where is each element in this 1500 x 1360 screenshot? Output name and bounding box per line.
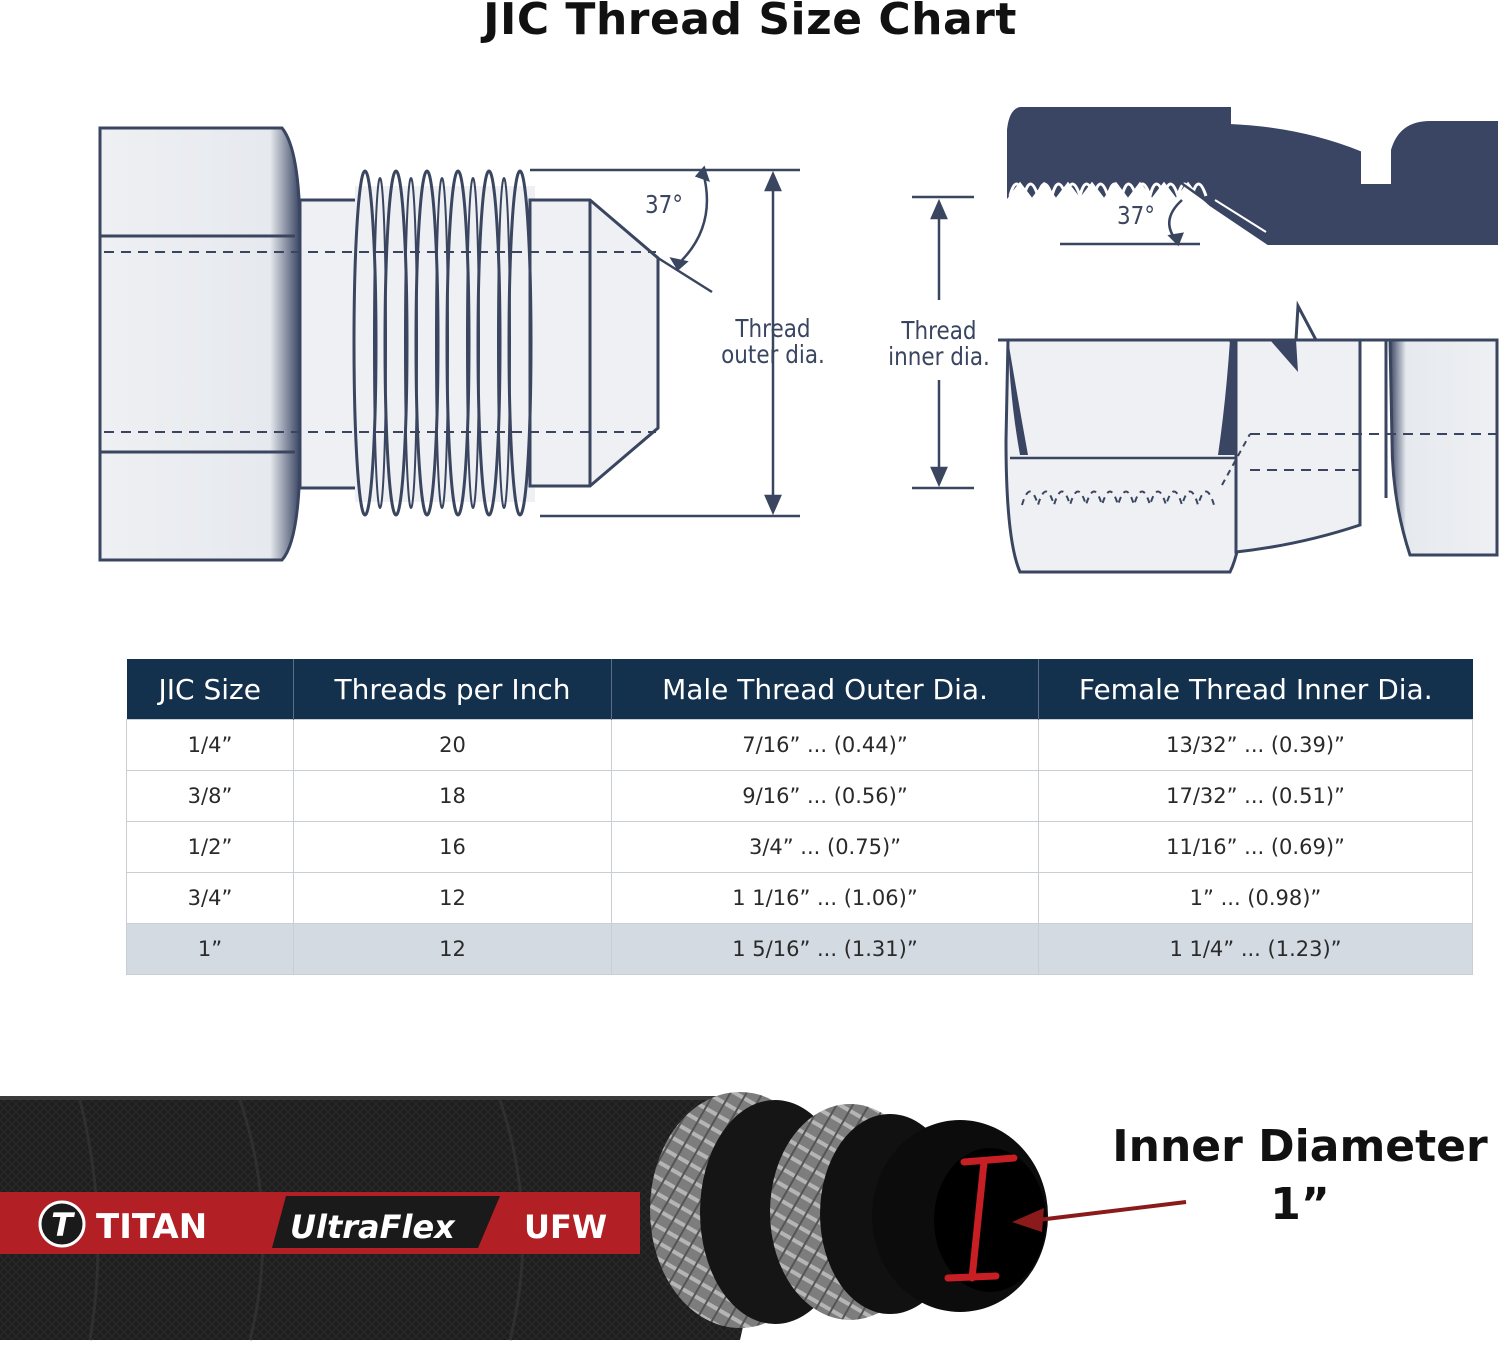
table-row: 1/2” 16 3/4” ... (0.75)” 11/16” ... (0.6… [126,821,1473,873]
inner-diameter-value: 1” [1270,1179,1330,1230]
jic-fitting-diagram [98,107,1499,574]
inner-diameter-title: Inner Diameter [1112,1121,1488,1172]
cell-male-dia: 3/4” ... (0.75)” [611,821,1039,873]
male-threads [352,169,533,517]
cell-male-dia: 1 5/16” ... (1.31)” [611,923,1039,975]
table-row-highlighted: 1” 12 1 5/16” ... (1.31)” 1 1/4” ... (1.… [126,923,1473,975]
cell-male-dia: 9/16” ... (0.56)” [611,770,1039,822]
cell-threads: 12 [293,872,612,924]
cell-jic-size: 1” [126,923,294,975]
hose-brand: TITAN [96,1207,207,1247]
male-fitting [98,126,660,562]
cell-threads: 18 [293,770,612,822]
cell-jic-size: 1/4” [126,719,294,771]
inner-dia-label-line2: inner dia. [888,342,990,371]
hose-product: UltraFlex [290,1208,456,1246]
header-jic-size: JIC Size [126,659,294,720]
cell-female-dia: 17/32” ... (0.51)” [1038,770,1473,822]
male-dimension [530,165,800,518]
inner-diameter-label: Inner Diameter 1” [1110,1118,1490,1234]
header-male-outer-dia: Male Thread Outer Dia. [611,659,1039,720]
table-row: 3/8” 18 9/16” ... (0.56)” 17/32” ... (0.… [126,770,1473,822]
header-threads-per-inch: Threads per Inch [293,659,612,720]
hose-model: UFW [524,1208,607,1246]
inner-diameter-marker [944,1154,1018,1282]
cell-female-dia: 1 1/4” ... (1.23)” [1038,923,1473,975]
cell-threads: 20 [293,719,612,771]
page-title: JIC Thread Size Chart [483,0,1017,45]
female-fitting [998,107,1499,574]
titan-logo-mark: T [51,1206,75,1244]
cell-female-dia: 11/16” ... (0.69)” [1038,821,1473,873]
table-row: 1/4” 20 7/16” ... (0.44)” 13/32” ... (0.… [126,719,1473,771]
titan-logo-icon [38,1200,86,1248]
cell-jic-size: 3/8” [126,770,294,822]
male-angle-label: 37° [644,190,684,219]
outer-dia-label-line1: Thread [735,314,811,343]
cell-female-dia: 13/32” ... (0.39)” [1038,719,1473,771]
table-header-row: JIC Size Threads per Inch Male Thread Ou… [126,659,1473,720]
jic-size-table: JIC Size Threads per Inch Male Thread Ou… [126,659,1473,975]
female-dimension [912,150,1206,490]
hose-illustration: T TITAN UltraFlex UFW [0,1092,1187,1341]
cell-jic-size: 1/2” [126,821,294,873]
inner-diameter-arrow [1037,1200,1187,1222]
inner-dia-label-line1: Thread [901,316,977,345]
table-row: 3/4” 12 1 1/16” ... (1.06)” 1” ... (0.98… [126,872,1473,924]
outer-dia-label-line2: outer dia. [721,340,825,369]
female-angle-label: 37° [1116,201,1156,230]
male-bore-lines [104,251,656,433]
cell-threads: 12 [293,923,612,975]
cell-male-dia: 7/16” ... (0.44)” [611,719,1039,771]
cell-female-dia: 1” ... (0.98)” [1038,872,1473,924]
inner-dia-label: Thread inner dia. [876,318,1002,370]
outer-dia-label: Thread outer dia. [710,316,836,368]
cell-male-dia: 1 1/16” ... (1.06)” [611,872,1039,924]
cell-jic-size: 3/4” [126,872,294,924]
cell-threads: 16 [293,821,612,873]
header-female-inner-dia: Female Thread Inner Dia. [1038,659,1473,720]
